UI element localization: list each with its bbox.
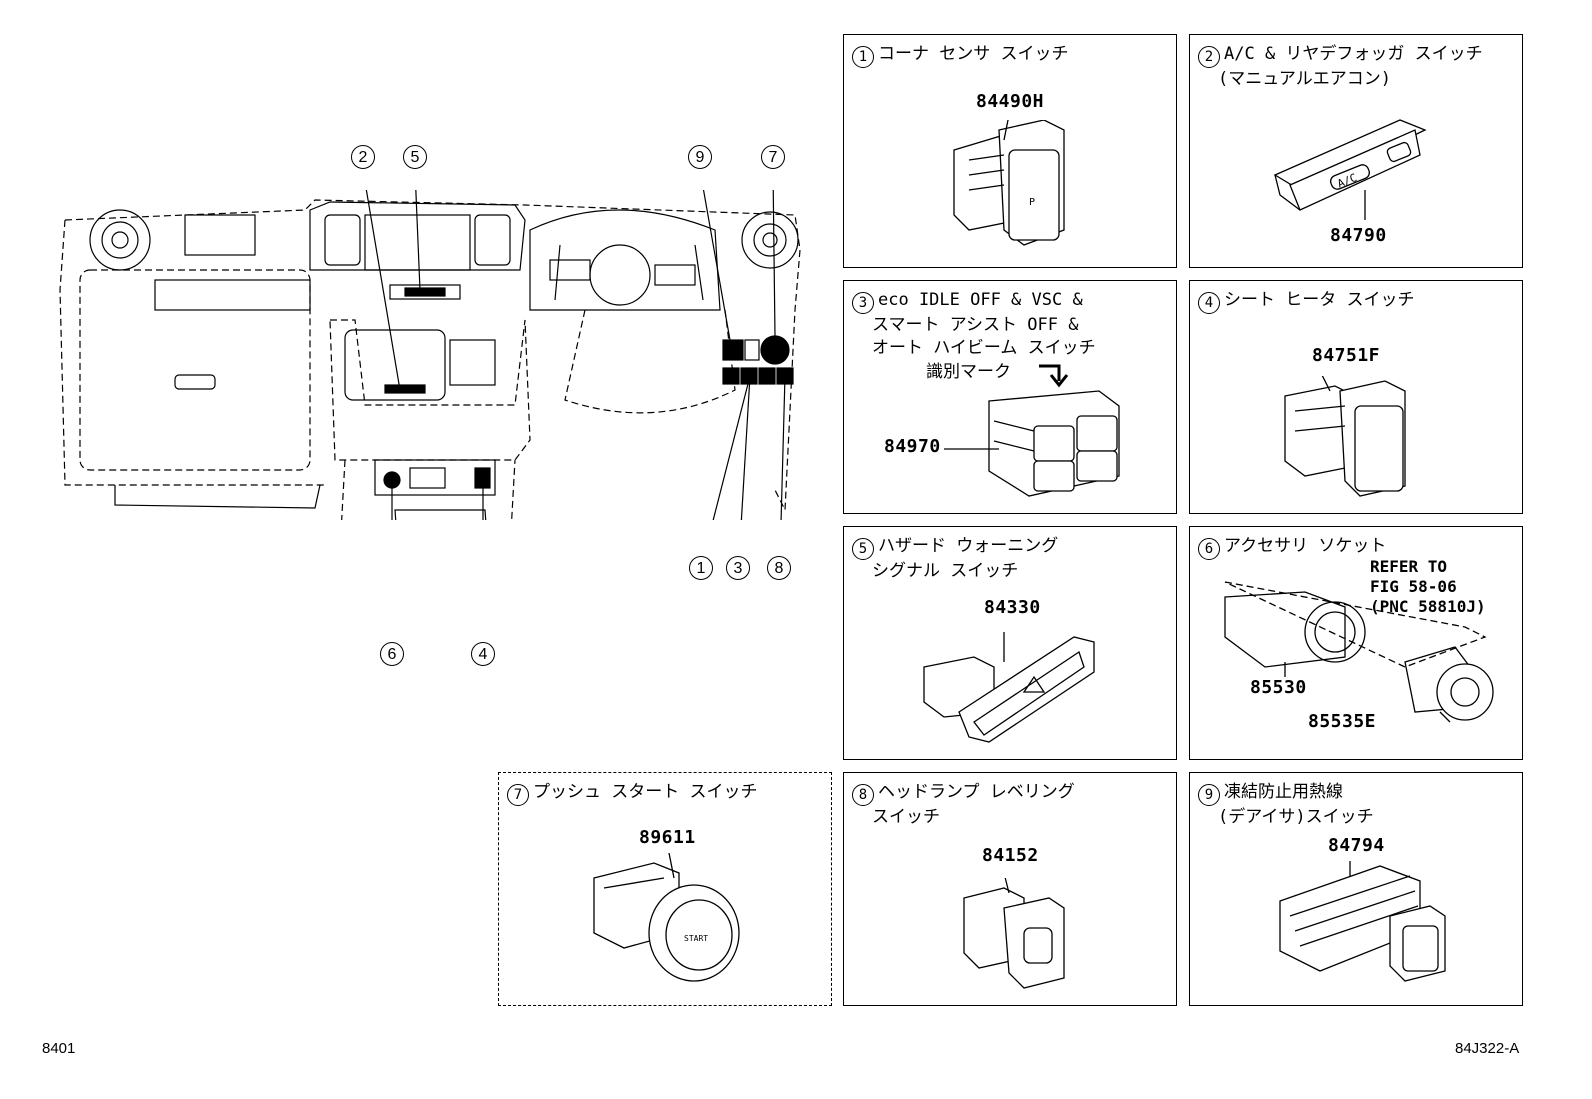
- callout-4[interactable]: 4: [471, 642, 495, 666]
- deicer-switch-drawing: [1279, 861, 1446, 982]
- part-number[interactable]: 85535E: [1308, 711, 1377, 732]
- panel-number: 5: [852, 538, 874, 560]
- corner-sensor-switch-drawing: P: [953, 120, 1065, 246]
- part-number[interactable]: 84751F: [1312, 345, 1381, 366]
- figure-code-left: 8401: [42, 1040, 76, 1057]
- panel-number: 6: [1198, 538, 1220, 560]
- reference-note: REFER TO FIG 58-06 (PNC 58810J): [1370, 557, 1486, 617]
- part-number[interactable]: 85530: [1250, 677, 1307, 698]
- panel-number: 3: [852, 292, 874, 314]
- eco-idle-switch-drawing: [988, 364, 1120, 497]
- ac-defogger-switch-drawing: A/C: [1273, 119, 1427, 220]
- callout-2[interactable]: 2: [351, 145, 375, 169]
- panel-title-line1: ヘッドランプ レベリング: [878, 782, 1075, 802]
- headlamp-leveling-switch-drawing: [963, 878, 1065, 989]
- panel-title-line2: (デアイサ)スイッチ: [1218, 807, 1374, 827]
- accessory-socket-drawing: [1224, 581, 1494, 723]
- reference-line2: FIG 58-06: [1370, 577, 1457, 596]
- part-number[interactable]: 89611: [639, 827, 696, 848]
- seat-heater-switch-drawing: [1284, 376, 1406, 497]
- panel-title-line1: プッシュ スタート スイッチ: [533, 782, 758, 802]
- callout-7[interactable]: 7: [761, 145, 785, 169]
- panel-number: 8: [852, 784, 874, 806]
- panel-title-line2: (マニュアルエアコン): [1218, 69, 1391, 89]
- callout-8[interactable]: 8: [767, 556, 791, 580]
- panel-title-line2: スイッチ: [872, 807, 940, 827]
- part-number[interactable]: 84490H: [976, 91, 1045, 112]
- panel-title-line1: 凍結防止用熱線: [1224, 782, 1343, 802]
- part-number[interactable]: 84330: [984, 597, 1041, 618]
- callout-3[interactable]: 3: [726, 556, 750, 580]
- part-number[interactable]: 84794: [1328, 835, 1385, 856]
- panel-number: 1: [852, 46, 874, 68]
- part-number[interactable]: 84152: [982, 845, 1039, 866]
- panel-number: 9: [1198, 784, 1220, 806]
- panel-title-line1: ハザード ウォーニング: [878, 536, 1059, 556]
- panel-title-line1: コーナ センサ スイッチ: [878, 44, 1069, 64]
- callout-9[interactable]: 9: [688, 145, 712, 169]
- part-number[interactable]: 84790: [1330, 225, 1387, 246]
- panel-title-line1: アクセサリ ソケット: [1224, 536, 1387, 556]
- callout-6[interactable]: 6: [380, 642, 404, 666]
- panel-title-line1: シート ヒータ スイッチ: [1224, 290, 1415, 310]
- panel-title-line2: シグナル スイッチ: [872, 561, 1019, 581]
- panel-number: 2: [1198, 46, 1220, 68]
- panel-number: 4: [1198, 292, 1220, 314]
- hazard-switch-drawing: [923, 632, 1095, 743]
- reference-line1: REFER TO: [1370, 557, 1448, 576]
- panel-title-line2: スマート アシスト OFF &: [872, 315, 1079, 335]
- callout-1[interactable]: 1: [689, 556, 713, 580]
- push-start-switch-drawing: START: [593, 853, 740, 982]
- dashboard-overview-diagram: [59, 190, 801, 520]
- panel-title-line3: オート ハイビーム スイッチ: [872, 338, 1096, 358]
- identification-mark-label: 識別マーク: [926, 362, 1011, 382]
- part-number[interactable]: 84970: [884, 436, 941, 457]
- svg-text:P: P: [1029, 197, 1035, 208]
- panel-number: 7: [507, 784, 529, 806]
- svg-text:START: START: [684, 934, 708, 943]
- leader-line: [944, 448, 999, 450]
- panel-title-line1: A/C & リヤデフォッガ スイッチ: [1224, 44, 1483, 64]
- figure-code-right: 84J322-A: [1455, 1040, 1520, 1057]
- callout-5[interactable]: 5: [403, 145, 427, 169]
- reference-line3: (PNC 58810J): [1370, 597, 1486, 616]
- panel-title-line1: eco IDLE OFF & VSC &: [878, 290, 1083, 310]
